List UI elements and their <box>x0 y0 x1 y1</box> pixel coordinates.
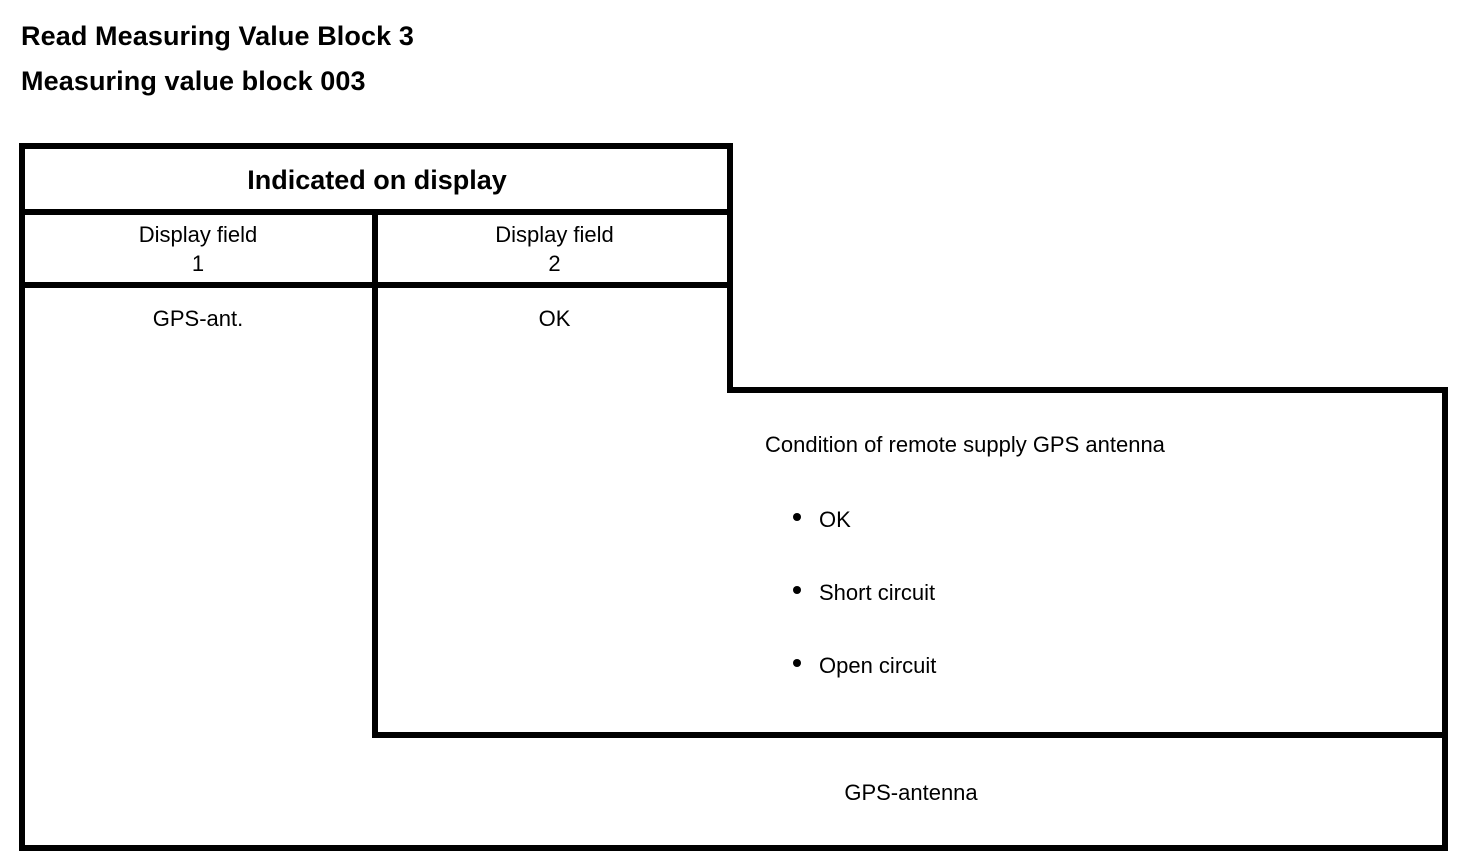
column-header-display-field-2-label: Display field 2 <box>495 222 614 276</box>
list-item-label: OK <box>819 507 851 532</box>
table-row-gps-antenna: GPS-antenna <box>379 740 1443 846</box>
column-header-display-field-1: Display field 1 <box>24 216 372 282</box>
column-header-display-field-1-label: Display field 1 <box>138 222 258 276</box>
bullet-icon <box>793 513 801 521</box>
table-spanned-header: Indicated on display <box>24 150 730 210</box>
list-item: Open circuit <box>765 653 1425 679</box>
description-option-list: OK Short circuit Open circuit <box>765 507 1425 679</box>
list-item: OK <box>765 507 1425 533</box>
list-item-label: Open circuit <box>819 653 937 678</box>
table-cell-display-field-1-value-label: GPS-ant. <box>152 306 244 331</box>
bullet-icon <box>793 659 801 667</box>
description-panel: Condition of remote supply GPS antenna O… <box>765 430 1425 679</box>
table-cell-display-field-1-value: GPS-ant. <box>24 290 372 348</box>
table-row-gps-antenna-label: GPS-antenna <box>844 780 978 805</box>
table-spanned-header-label: Indicated on display <box>247 165 507 195</box>
page-subtitle-line-2: Measuring value block 003 <box>21 66 366 96</box>
table-cell-display-field-2-value-label: OK <box>538 306 571 331</box>
column-header-display-field-2: Display field 2 <box>379 216 730 282</box>
page-title-line-1: Read Measuring Value Block 3 <box>21 21 414 51</box>
table-cell-display-field-2-value: OK <box>379 290 730 348</box>
list-item-label: Short circuit <box>819 580 936 605</box>
bullet-icon <box>793 586 801 594</box>
page-title: Read Measuring Value Block 3 Measuring v… <box>21 14 921 104</box>
list-item: Short circuit <box>765 580 1425 606</box>
description-title: Condition of remote supply GPS antenna <box>765 432 1165 457</box>
